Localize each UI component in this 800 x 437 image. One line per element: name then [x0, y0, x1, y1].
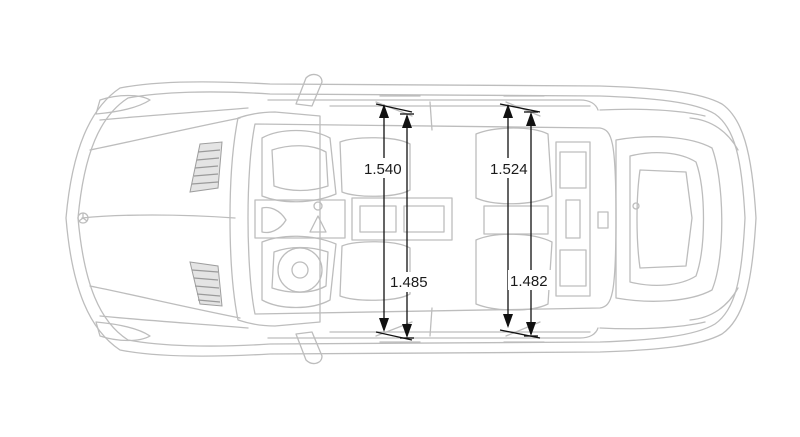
- mirror-right: [295, 331, 323, 365]
- cabin: [229, 99, 617, 339]
- arrow-head-bottom: [526, 322, 536, 336]
- dimension-rear-1: 1.524: [488, 103, 541, 339]
- rear-section: [597, 108, 739, 330]
- mirror-left: [295, 73, 323, 107]
- front-seats: [261, 129, 411, 309]
- arrow-head-top: [379, 104, 389, 118]
- arrow-head-top: [402, 114, 412, 128]
- dimension-front-2: 1.485: [388, 113, 432, 339]
- hood-vent-right: [189, 261, 223, 307]
- arrow-head-top: [526, 112, 536, 126]
- side-mirrors: [295, 73, 323, 365]
- dimension-label: 1.540: [364, 161, 402, 178]
- rear-seats: [475, 127, 591, 311]
- dimension-label: 1.482: [510, 273, 548, 290]
- dimension-label: 1.485: [390, 274, 428, 291]
- console: [254, 197, 453, 241]
- arrow-head-bottom: [503, 314, 513, 328]
- dimension-rear-2: 1.482: [508, 111, 552, 337]
- dimension-front-1: 1.540: [362, 103, 413, 341]
- wheels: [375, 95, 545, 343]
- dimension-label: 1.524: [490, 161, 528, 178]
- arrow-head-bottom: [402, 324, 412, 338]
- car-body: [65, 81, 757, 357]
- arrow-head-top: [503, 104, 513, 118]
- hood-vents: [189, 141, 223, 307]
- arrow-head-bottom: [379, 318, 389, 332]
